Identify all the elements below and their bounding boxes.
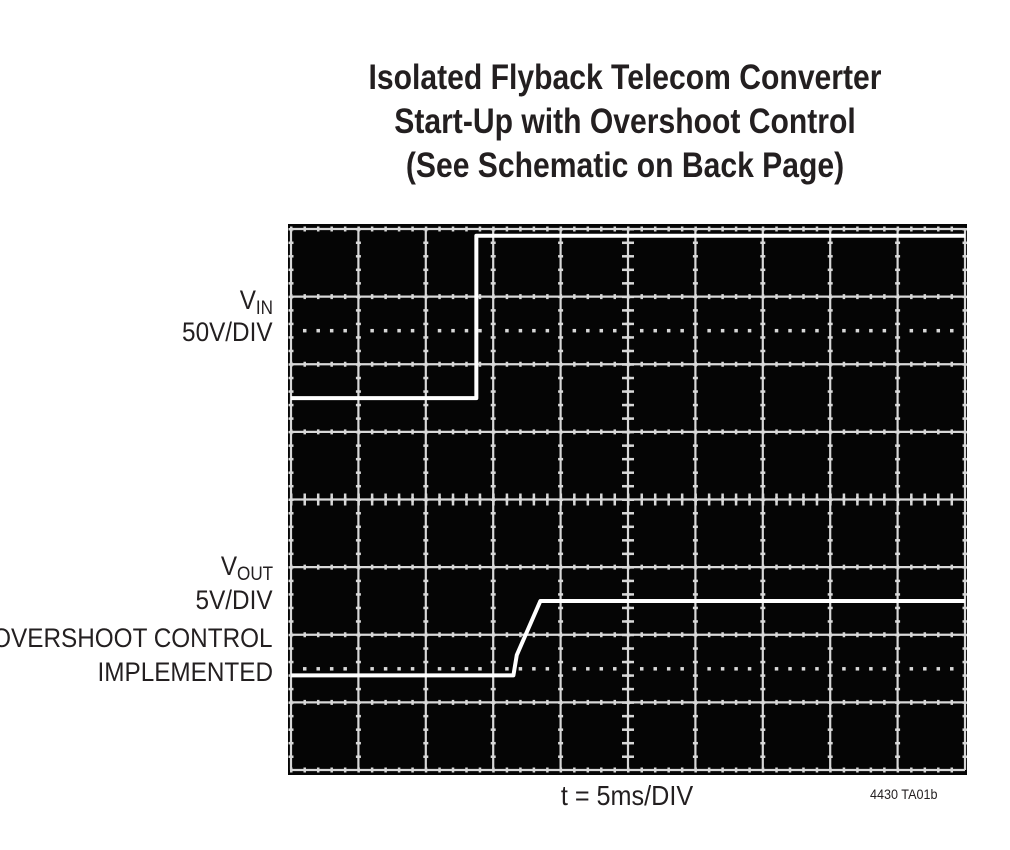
vout-scale-label: 5V/DIV	[196, 585, 273, 615]
title-line-3: (See Schematic on Back Page)	[405, 146, 845, 185]
trace-1	[291, 598, 965, 678]
oscilloscope-screen	[288, 224, 967, 775]
title-line-2: Start-Up with Overshoot Control	[394, 102, 856, 141]
overshoot-label-line2: IMPLEMENTED	[97, 657, 273, 687]
overshoot-label-line1: OVERSHOOT CONTROL	[0, 623, 273, 653]
scope-plot	[288, 226, 967, 773]
trace-0	[291, 233, 965, 401]
x-axis-label: t = 5ms/DIV	[560, 780, 694, 811]
vin-label: VIN	[239, 285, 273, 319]
chart-title: Isolated Flyback Telecom Converter Start…	[346, 56, 905, 188]
figure-id: 4430 TA01b	[870, 786, 938, 802]
vin-scale-label: 50V/DIV	[182, 317, 273, 347]
vout-label: VOUT	[220, 551, 273, 585]
title-line-1: Isolated Flyback Telecom Converter	[368, 58, 882, 97]
